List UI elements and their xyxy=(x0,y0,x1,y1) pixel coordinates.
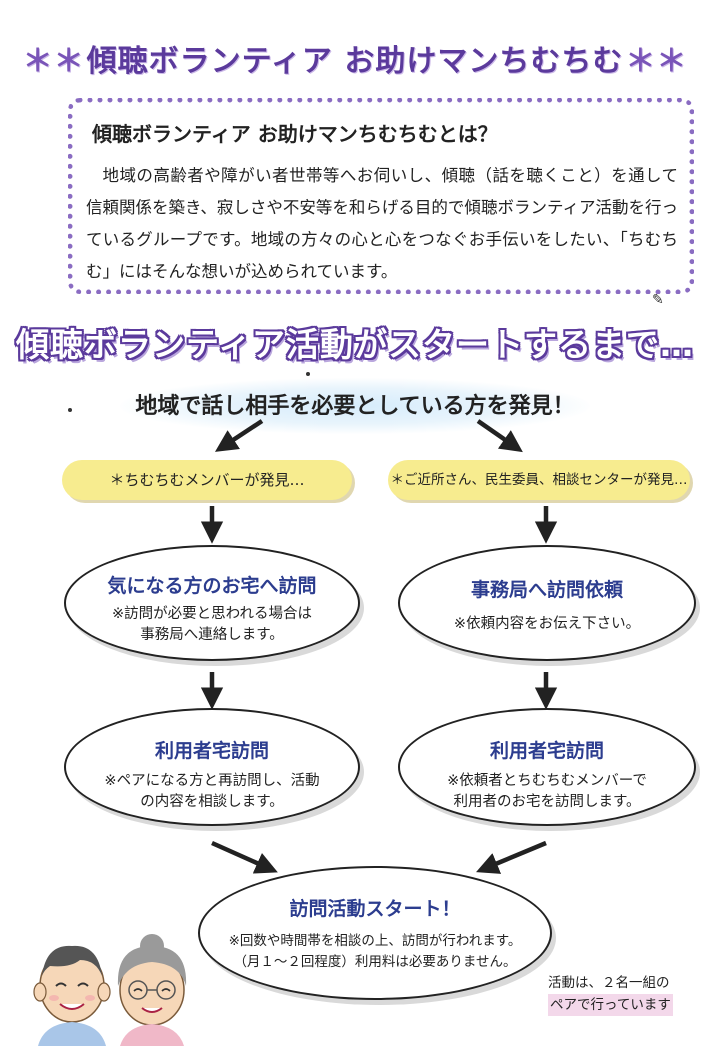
title-text: 傾聴ボランティア お助けマンちむちむ xyxy=(86,44,624,79)
footer-line2: ペアで行っています xyxy=(548,994,673,1016)
left-step1-note1: ※訪問が必要と思われる場合は xyxy=(112,606,312,622)
left-step1-oval: 気になる方のお宅へ訪問 ※訪問が必要と思われる場合は 事務局へ連絡します。 xyxy=(64,545,360,661)
arrow-down-icon xyxy=(476,419,523,453)
left-step1-note2: 事務局へ連絡します。 xyxy=(140,627,284,643)
decorative-dot xyxy=(68,408,72,412)
final-step-note1: ※回数や時間帯を相談の上、訪問が行われます。 xyxy=(228,933,522,949)
right-discovery-pill: ＊ご近所さん、民生委員、相談センターが発見… xyxy=(388,460,690,500)
left-step1-title: 気になる方のお宅へ訪問 xyxy=(107,575,317,597)
final-step-title: 訪問活動スタート！ xyxy=(289,898,461,920)
right-step2-note2: 利用者のお宅を訪問します。 xyxy=(453,794,641,810)
right-step2-title: 利用者宅訪問 xyxy=(489,740,604,762)
arrow-down-icon xyxy=(211,840,278,874)
arrow-down-icon xyxy=(214,419,264,452)
intro-box xyxy=(68,98,694,294)
left-step2-title: 利用者宅訪問 xyxy=(154,740,269,762)
corner-mark-icon: ✎ xyxy=(652,292,664,308)
right-step2-oval: 利用者宅訪問 ※依頼者とちむちむメンバーで 利用者のお宅を訪問します。 xyxy=(398,708,696,826)
discovery-text: 地域で話し相手を必要としている方を発見！ xyxy=(135,394,575,419)
arrow-down-icon xyxy=(476,840,547,874)
right-step1-note1: ※依頼内容をお伝え下さい。 xyxy=(453,616,641,632)
discovery-glow xyxy=(120,378,590,434)
page-title: ＊＊傾聴ボランティア お助けマンちむちむ＊＊ xyxy=(0,36,710,80)
right-step1-title: 事務局へ訪問依頼 xyxy=(470,579,623,601)
right-step2-note1: ※依頼者とちむちむメンバーで xyxy=(447,773,647,789)
left-step2-note1: ※ペアになる方と再訪問し、活動 xyxy=(104,773,320,789)
right-step1-oval: 事務局へ訪問依頼 ※依頼内容をお伝え下さい。 xyxy=(398,545,696,661)
final-step-note2: （月１～２回程度）利用料は必要ありません。 xyxy=(233,954,517,970)
footer-line1: 活動は、２名一組の xyxy=(548,975,670,991)
left-step2-note2: の内容を相談します。 xyxy=(140,794,284,810)
final-step-oval: 訪問活動スタート！ ※回数や時間帯を相談の上、訪問が行われます。 （月１～２回程… xyxy=(198,866,552,1000)
title-stars-right: ＊＊ xyxy=(625,44,688,79)
intro-body: 地域の高齢者や障がい者世帯等へお伺いし、傾聴（話を聴くこと）を通して信頼関係を築… xyxy=(86,166,678,281)
left-discovery-pill: ＊ちむちむメンバーが発見… xyxy=(62,460,352,500)
section-title: 傾聴ボランティア活動がスタートするまで… xyxy=(15,325,695,364)
intro-heading: 傾聴ボランティア お助けマンちむちむとは？ xyxy=(92,122,498,146)
footer-note: 活動は、２名一組の ペアで行っています xyxy=(548,972,698,1016)
elderly-couple-illustration-icon xyxy=(33,934,187,1046)
decorative-dot xyxy=(306,372,310,376)
title-stars-left: ＊＊ xyxy=(22,44,85,79)
left-step2-oval: 利用者宅訪問 ※ペアになる方と再訪問し、活動 の内容を相談します。 xyxy=(64,708,360,826)
